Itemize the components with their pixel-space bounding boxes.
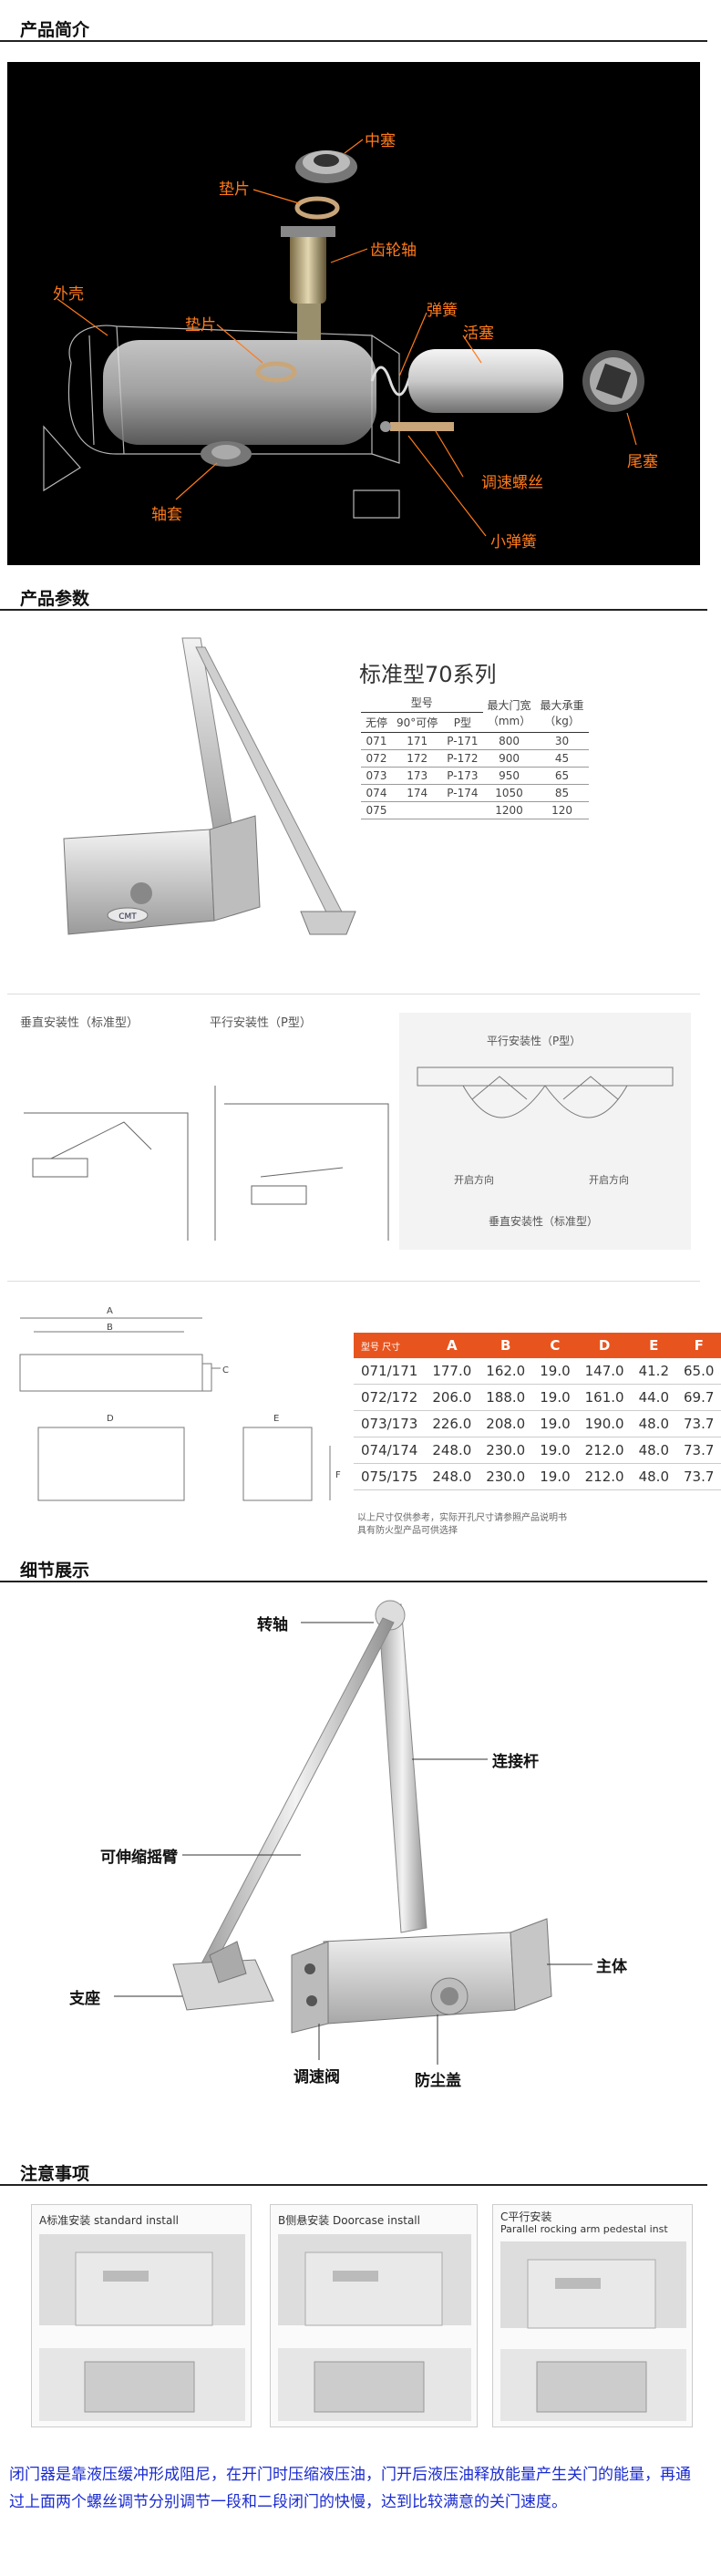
section-title: 细节展示 [20,1561,90,1581]
divider [0,609,707,611]
divider [0,1581,707,1582]
install-type-a-label: A标准安装 standard install [39,2214,179,2227]
dimension-drawing: A B C D E F [19,1306,341,1501]
th-stop90: 90°可停 [392,712,443,733]
install-diagram: 平行安装性（P型） 开启方向 开启方向 垂直安装性（标准型） [399,1013,691,1250]
section-header-notes: 注意事项 [0,2151,707,2188]
callout-fangchengai: 防尘盖 [415,2072,461,2090]
section-header-params: 产品参数 [0,576,707,613]
brand-mark: CMT [118,912,137,922]
divider [0,40,707,42]
callout-lianjiegan: 连接杆 [492,1753,539,1771]
label-dianpian-top: 垫片 [219,180,250,199]
install-type-b-label: B侧悬安装 Doorcase install [278,2214,420,2227]
label-zhongsai: 中塞 [365,132,396,150]
th-no-stop: 无停 [361,712,393,733]
dims-note-1: 以上尺寸仅供参考，实际开孔尺寸请参照产品说明书 [357,1513,567,1523]
dim-letter-b: B [107,1323,113,1333]
label-chilunzhou: 齿轮轴 [370,242,417,260]
label-tanhuang: 弹簧 [427,302,458,320]
label-weisai: 尾塞 [627,453,658,471]
dim-letter-f: F [335,1470,341,1480]
dims-note-2: 具有防火型产品可供选择 [357,1526,458,1536]
label-tiaosuluosi: 调速螺丝 [481,474,543,492]
install-card-b: B侧悬安装 Doorcase install [270,2204,478,2427]
callout-tiaosufa: 调速阀 [294,2068,340,2087]
label-xiaotanhuang: 小弹簧 [490,533,537,551]
callout-zhuti: 主体 [596,1958,627,1976]
divider [0,2184,707,2186]
caption-vertical: 垂直安装性（标准型） [20,1016,139,1030]
callout-zhuanzhou: 转轴 [257,1616,288,1634]
door-swing-diagram [417,1066,674,1118]
notice-text: 闭门器是靠液压缓冲形成阻尼，在开门时压缩液压油，门开后液压油释放能量产生关门的能… [9,2466,691,2511]
closer-illustration [114,1600,592,2065]
diagram-parallel-label: 平行安装性（P型） [487,1035,582,1047]
section-title: 产品参数 [20,589,90,609]
detail-view: 转轴 连接杆 可伸缩摇臂 主体 支座 调速阀 防尘盖 [0,1595,707,2106]
label-huosai: 活塞 [463,325,494,343]
install-type-c-label: C平行安装 [500,2210,552,2223]
label-waike: 外壳 [53,285,84,304]
install-a-sketch [39,2234,245,2421]
install-b-sketch [278,2234,471,2421]
section-title: 产品简介 [20,20,90,40]
install-card-c: C平行安装 Parallel rocking arm pedestal inst [492,2204,693,2427]
th-model-size: 型号 尺寸 [354,1333,426,1358]
th-model: 型号 [361,693,483,713]
caption-parallel: 平行安装性（P型） [210,1016,312,1030]
install-panel: 垂直安装性（标准型） 平行安装性（P型） 平行安装性（P型） 开启方向 开启方向… [7,994,700,1276]
dim-letter-e: E [273,1414,279,1424]
callout-shensuo: 可伸缩摇臂 [100,1849,178,1867]
callout-zhizuo: 支座 [69,1990,100,2008]
label-dianpian-bottom: 垫片 [185,316,216,335]
exploded-diagram [43,139,644,537]
label-zhoutao: 轴套 [151,506,182,524]
th-ptype: P型 [442,712,483,733]
th-max-width: 最大门宽（mm） [482,693,536,733]
install-sketches [24,1086,389,1241]
install-type-c-sub: Parallel rocking arm pedestal inst [500,2223,668,2235]
install-card-a: A标准安装 standard install [31,2204,252,2427]
section-header-details: 细节展示 [0,1548,707,1584]
th-max-load: 最大承重（kg） [535,693,589,733]
dim-letter-c: C [222,1365,229,1376]
open-direction-left: 开启方向 [454,1174,494,1186]
open-direction-right: 开启方向 [589,1174,629,1186]
install-c-sketch [500,2241,686,2421]
diagram-vertical-label: 垂直安装性（标准型） [489,1215,599,1228]
product-photo: CMT [55,620,356,966]
series-title: 标准型70系列 [359,662,497,687]
section-title: 注意事项 [20,2164,90,2184]
exploded-view: 中塞 垫片 齿轮轴 弹簧 垫片 外壳 活塞 调速螺丝 尾塞 轴套 小弹簧 [7,62,700,565]
dim-letter-d: D [107,1414,114,1424]
dim-letter-a: A [107,1306,113,1316]
section-header-intro: 产品简介 [0,7,707,44]
